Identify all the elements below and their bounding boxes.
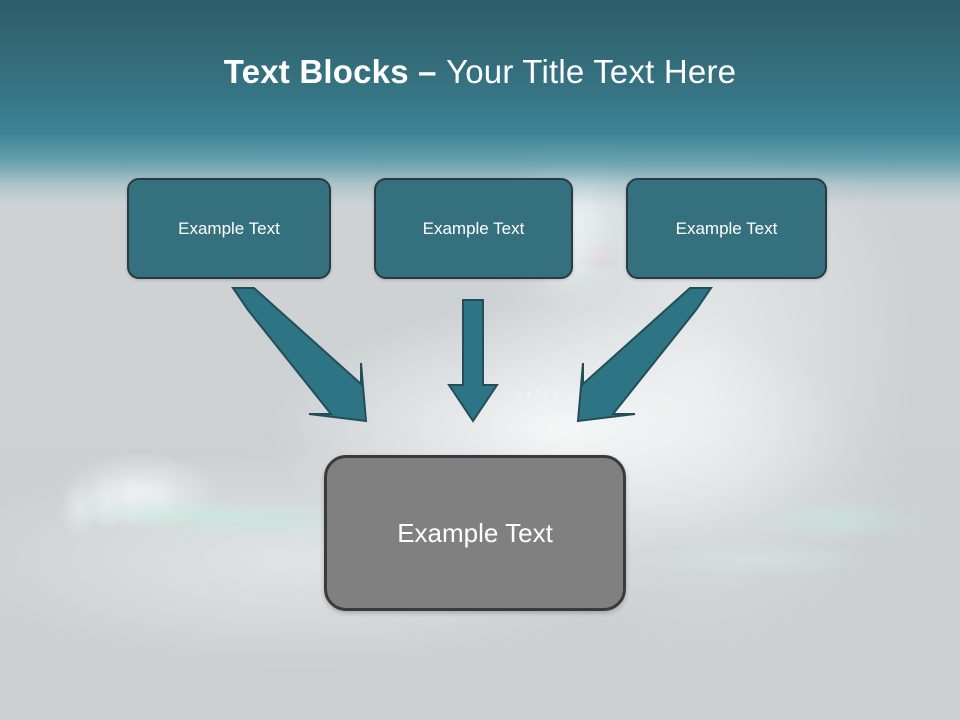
slide-title: Text Blocks – Your Title Text Here <box>0 52 960 92</box>
top-box-1-label: Example Text <box>178 218 280 238</box>
title-separator-dash: – <box>418 53 447 90</box>
top-box-2[interactable]: Example Text <box>374 178 573 279</box>
result-box[interactable]: Example Text <box>324 455 626 611</box>
top-box-3-label: Example Text <box>675 218 778 238</box>
arrow-down-icon <box>447 299 499 423</box>
top-box-3[interactable]: Example Text <box>626 178 827 279</box>
title-bold-text: Text Blocks <box>223 53 419 90</box>
title-light-text: Your Title Text Here <box>446 53 737 90</box>
arrow-down-right-icon <box>231 287 368 423</box>
top-box-2-label: Example Text <box>422 218 525 238</box>
top-box-1[interactable]: Example Text <box>127 178 331 279</box>
arrow-down-left-icon <box>576 287 713 423</box>
result-box-label: Example Text <box>397 517 553 548</box>
